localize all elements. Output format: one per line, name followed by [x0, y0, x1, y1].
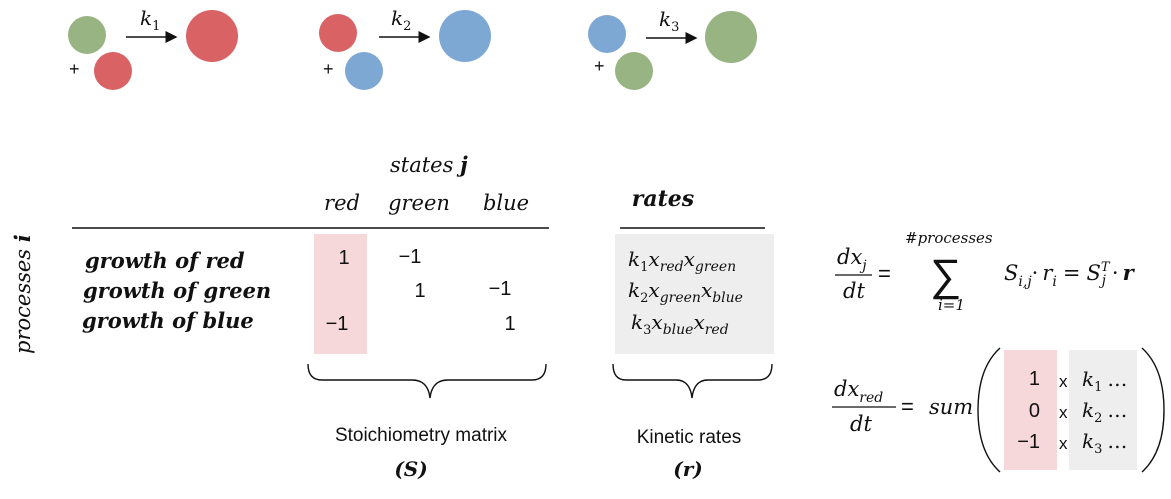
- plus-sign: +: [323, 59, 334, 79]
- rates-header: rates: [632, 186, 694, 212]
- column-header-blue: blue: [483, 191, 529, 215]
- product-circle: [705, 11, 757, 63]
- eq2-times-2: x: [1059, 403, 1068, 422]
- eq2-numerator: dxred: [834, 377, 883, 406]
- example-equation: dxred dt = sum 1 0 −1 x x x k1… k2… k3…: [832, 347, 1165, 473]
- eq2-red-column-highlight: [1004, 350, 1057, 470]
- matrix-cell-r3-c1: −1: [326, 313, 349, 335]
- reactant-circle-top: [319, 14, 357, 52]
- eq2-column-value-1: 1: [1029, 368, 1040, 390]
- column-header-green: green: [388, 191, 450, 215]
- eq2-sum-word: sum: [929, 395, 973, 419]
- rate-expression-2: k2xgreenxblue: [628, 278, 743, 306]
- eq1-equals: =: [878, 261, 891, 286]
- rate-expression-3: k3xbluexred: [631, 310, 729, 338]
- eq2-denominator: dt: [850, 412, 872, 436]
- eq1-denominator: dt: [843, 279, 865, 303]
- eq2-equals: =: [901, 394, 914, 419]
- column-header-red: red: [324, 191, 360, 215]
- processes-axis-label: processes i: [10, 234, 35, 354]
- eq1-sigma: ∑: [930, 251, 961, 300]
- reactant-circle-top: [588, 15, 626, 53]
- reaction-2: + k2: [319, 6, 491, 90]
- matrix-cell-r1-c1: 1: [338, 247, 349, 269]
- eq2-column-value-2: 0: [1029, 400, 1040, 422]
- stoich-caption: Stoichiometry matrix: [335, 425, 508, 446]
- plus-sign: +: [594, 56, 605, 76]
- rate-constant-label: k2: [391, 6, 411, 34]
- matrix-cell-r2-c3: −1: [489, 278, 512, 300]
- product-circle: [439, 10, 491, 62]
- reactant-circle-bottom: [345, 52, 383, 90]
- rates-brace: [612, 363, 773, 399]
- matrix-cell-r1-c2: −1: [399, 246, 422, 268]
- rate-constant-label: k3: [659, 7, 679, 35]
- rate-constant-label: k1: [140, 6, 160, 34]
- eq2-column-value-3: −1: [1017, 431, 1040, 453]
- row-label-growth-of-red: growth of red: [85, 248, 245, 273]
- kinetic-symbol: (r): [673, 457, 702, 481]
- eq2-right-paren: [1141, 347, 1165, 473]
- product-circle: [186, 10, 238, 62]
- eq2-rate-3: k3…: [1082, 429, 1127, 457]
- eq2-times-1: x: [1059, 372, 1068, 391]
- eq2-left-paren: [977, 347, 1001, 473]
- stoich-symbol: (S): [394, 457, 427, 481]
- stoich-brace: [307, 363, 547, 399]
- eq1-sum-upper-limit: #processes: [905, 229, 993, 247]
- matrix-cell-r3-c3: 1: [504, 313, 515, 335]
- reaction-3: + k3: [588, 7, 757, 90]
- reaction-1: + k1: [68, 6, 238, 90]
- red-column-highlight: [314, 234, 367, 354]
- reactant-circle-bottom: [615, 52, 653, 90]
- matrix-cell-r2-c2: 1: [414, 280, 425, 302]
- eq2-rates-highlight: [1069, 350, 1137, 470]
- states-axis-label: states j: [390, 152, 468, 177]
- eq2-times-3: x: [1059, 434, 1068, 453]
- reactant-circle-top: [68, 16, 106, 54]
- kinetic-caption: Kinetic rates: [637, 427, 742, 448]
- reactant-circle-bottom: [94, 52, 132, 90]
- rates-highlight: [615, 234, 774, 354]
- eq2-rate-1: k1…: [1082, 367, 1127, 395]
- row-label-growth-of-blue: growth of blue: [82, 308, 254, 333]
- rate-expression-1: k1xredxgreen: [628, 247, 736, 275]
- eq2-rate-2: k2…: [1082, 398, 1127, 426]
- row-label-growth-of-green: growth of green: [83, 278, 271, 303]
- eq1-numerator: dxj: [837, 245, 867, 274]
- plus-sign: +: [69, 59, 80, 79]
- eq1-sum-lower-limit: i=1: [938, 296, 965, 314]
